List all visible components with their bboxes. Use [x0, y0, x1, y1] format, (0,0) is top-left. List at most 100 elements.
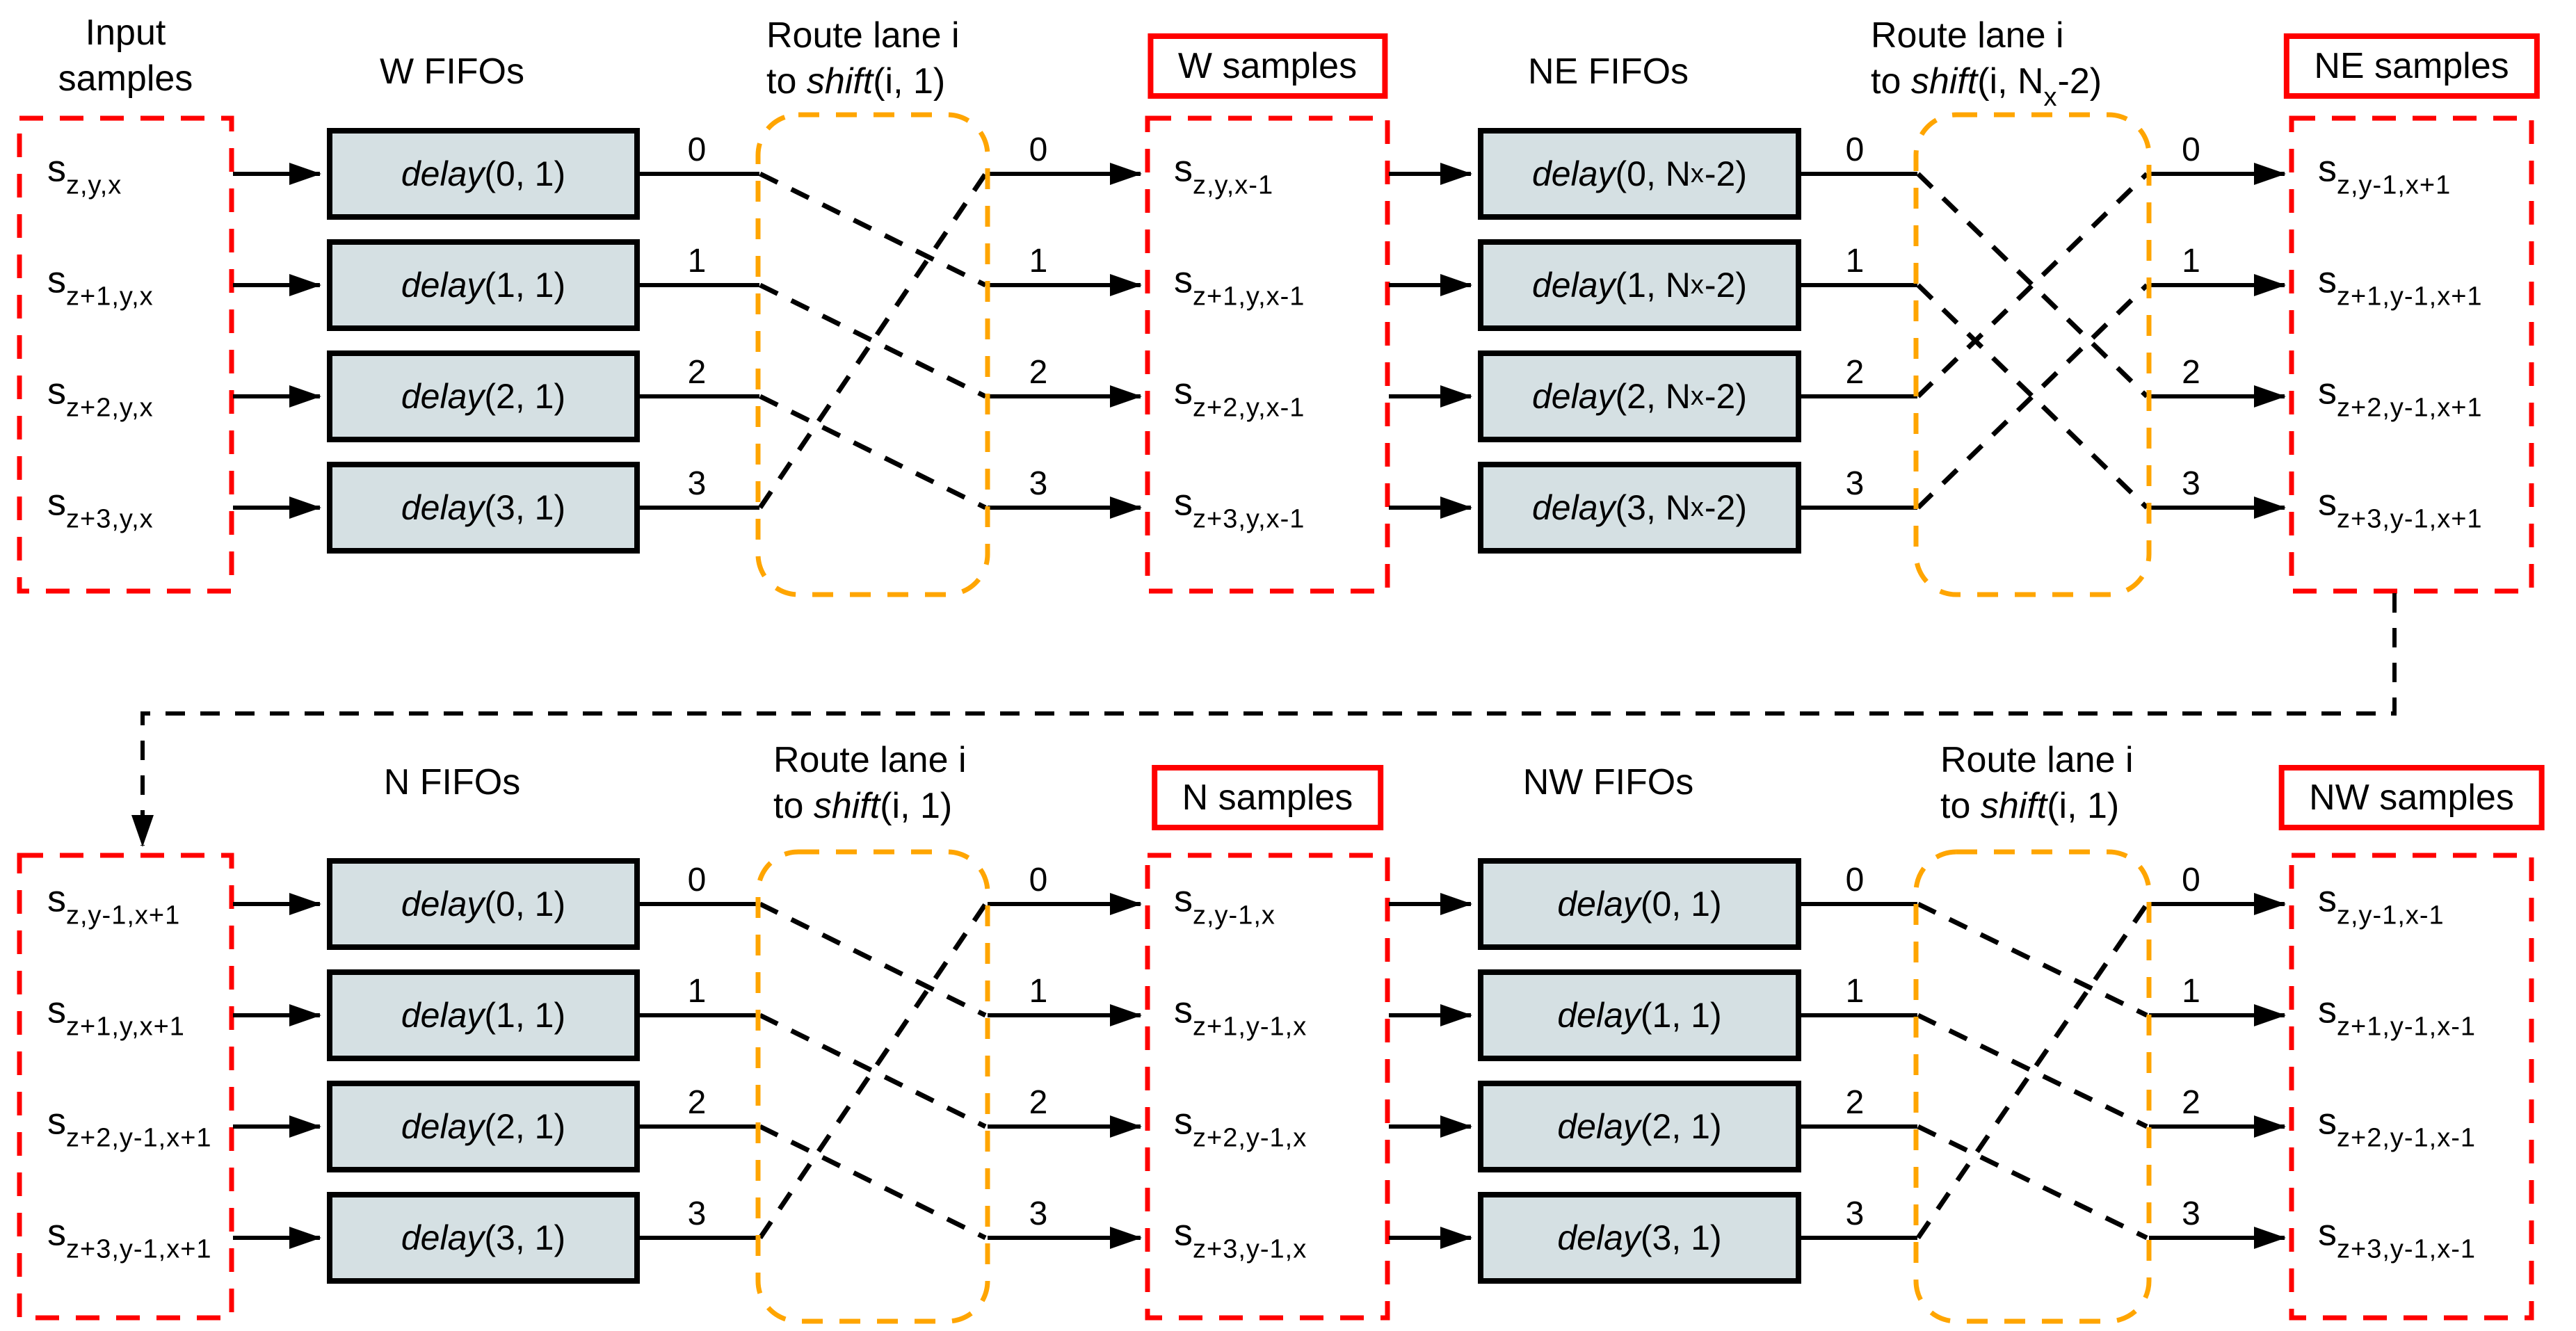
- nw-fifos-route-crossing-line: [1917, 1013, 2148, 1129]
- label-part: s: [1174, 147, 1193, 190]
- label-part: shift: [1980, 786, 2047, 826]
- label-part: delay: [1532, 377, 1616, 416]
- w-fifos-delay-1: delay(1, 1): [327, 239, 640, 331]
- n-samples-label: sz+2,y-1,x: [1174, 1100, 1307, 1154]
- lane-number: 1: [2182, 973, 2200, 1010]
- label-part: (1, N: [1615, 266, 1691, 305]
- label-part: (3, 1): [484, 1218, 566, 1257]
- n-fifos-delay-1: delay(1, 1): [327, 969, 640, 1061]
- label-part: (0, N: [1615, 154, 1691, 193]
- lane-number: 2: [1845, 1084, 1865, 1121]
- label-part: delay: [401, 488, 485, 527]
- label-part: s: [47, 1100, 66, 1143]
- nw-samples-label: sz+2,y-1,x-1: [2318, 1100, 2476, 1154]
- label-part: s: [2318, 1100, 2337, 1143]
- label-part: -2): [1704, 488, 1747, 527]
- label-part: (1, 1): [484, 996, 566, 1035]
- n-samples-label: sz+1,y-1,x: [1174, 989, 1307, 1042]
- lane-number: 2: [687, 354, 707, 391]
- label-part: -2): [1704, 377, 1747, 416]
- lane-number: 0: [1845, 131, 1865, 168]
- n-fifos-delay-0: delay(0, 1): [327, 858, 640, 950]
- label-part: (i, 1): [873, 61, 946, 102]
- label-part: s: [1174, 878, 1193, 920]
- label-part: -2): [2057, 61, 2102, 102]
- nw-samples-label: sz,y-1,x-1: [2318, 878, 2445, 931]
- label-part: s: [2318, 259, 2337, 301]
- label-part: z+3,y-1,x: [1193, 1234, 1307, 1264]
- label-part: (1, 1): [484, 266, 566, 305]
- n-fifos-route-crossing-line: [758, 903, 988, 1239]
- label-part: delay: [1557, 885, 1641, 923]
- label-part: s: [1174, 1100, 1193, 1143]
- nw-fifos-delay-1: delay(1, 1): [1478, 969, 1801, 1061]
- nw-samples-label: sz+1,y-1,x-1: [2318, 989, 2476, 1042]
- label-part: s: [47, 878, 66, 920]
- input-sample-label: sz+1,y,x: [47, 259, 154, 312]
- label-part: (2, 1): [484, 377, 566, 416]
- nw-fifos-delay-0: delay(0, 1): [1478, 858, 1801, 950]
- lane-number: 2: [1845, 354, 1865, 391]
- w-fifos-delay-3: delay(3, 1): [327, 462, 640, 554]
- ne-samples-box: [2289, 115, 2534, 594]
- label-part: (3, 1): [484, 488, 566, 527]
- label-part: s: [2318, 370, 2337, 412]
- input-samples-box: [17, 115, 234, 594]
- ne-fifos-route-crossing-line: [1916, 172, 2149, 398]
- label-part: s: [1174, 259, 1193, 301]
- ne-samples-label: sz+3,y-1,x+1: [2318, 481, 2483, 535]
- feedback-path: [131, 593, 2397, 847]
- label-part: (3, N: [1615, 488, 1691, 527]
- nw-samples-box: [2289, 853, 2534, 1321]
- label-part: to: [1940, 786, 1981, 826]
- label-part: s: [2318, 1211, 2337, 1254]
- lane-number: 0: [687, 131, 707, 168]
- w-samples-box: [1145, 115, 1390, 594]
- lane-number: 3: [1029, 1195, 1048, 1232]
- lane-number: 3: [687, 1195, 707, 1232]
- ne-fifos-title: NE FIFOs: [1527, 51, 1689, 92]
- label-part: s: [2318, 147, 2337, 190]
- label-part: z,y,x: [66, 170, 122, 200]
- input-sample-label: sz+2,y,x: [47, 370, 154, 424]
- lane-number: 1: [1845, 973, 1865, 1010]
- n-fifos-delay-2: delay(2, 1): [327, 1081, 640, 1172]
- label-part: s: [47, 1211, 66, 1254]
- nw-fifos-title: NW FIFOs: [1522, 762, 1694, 802]
- w-fifos-route-crossing-line: [759, 171, 987, 288]
- label-part: z+1,y,x+1: [66, 1012, 185, 1042]
- input-sample-label: sz+3,y,x: [47, 481, 154, 535]
- label-part: (i, 1): [880, 786, 953, 826]
- lane-number: 3: [1029, 465, 1048, 502]
- label-part: -2): [1704, 154, 1747, 193]
- label-part: (i, 1): [2047, 786, 2120, 826]
- nw-fifos-route-shuffle-box: [1913, 849, 2152, 1324]
- lane-number: 2: [1029, 354, 1048, 391]
- label-part: delay: [401, 377, 485, 416]
- route-title-n-fifos-line2: to shift(i, 1): [773, 784, 952, 828]
- label-part: s: [47, 370, 66, 412]
- lane-number: 1: [1029, 973, 1048, 1010]
- nw-fifos-delay-2: delay(2, 1): [1478, 1081, 1801, 1172]
- label-part: x: [1690, 381, 1705, 411]
- lane-number: 0: [1029, 131, 1048, 168]
- w-samples-label: sz+1,y,x-1: [1174, 259, 1305, 312]
- label-part: s: [2318, 878, 2337, 920]
- w-samples-label: sz,y,x-1: [1174, 147, 1273, 201]
- label-part: x: [1690, 270, 1705, 300]
- ne-samples-label: sz+2,y-1,x+1: [2318, 370, 2483, 424]
- label-part: z,y-1,x: [1193, 901, 1275, 930]
- label-part: s: [47, 147, 66, 190]
- label-part: x: [2043, 83, 2058, 112]
- n-fifos-delay-3: delay(3, 1): [327, 1192, 640, 1284]
- label-part: s: [1174, 481, 1193, 524]
- label-part: delay: [1557, 1218, 1641, 1257]
- n-samples-title-box: N samples: [1151, 765, 1384, 830]
- input-sample-label: sz,y-1,x+1: [47, 878, 180, 931]
- lane-number: 1: [687, 243, 707, 280]
- nw-samples-label: sz+3,y-1,x-1: [2318, 1211, 2476, 1265]
- w-fifos-route-crossing-line: [758, 172, 988, 509]
- route-title-ne-fifos-line2: to shift(i, Nx-2): [1871, 60, 2102, 119]
